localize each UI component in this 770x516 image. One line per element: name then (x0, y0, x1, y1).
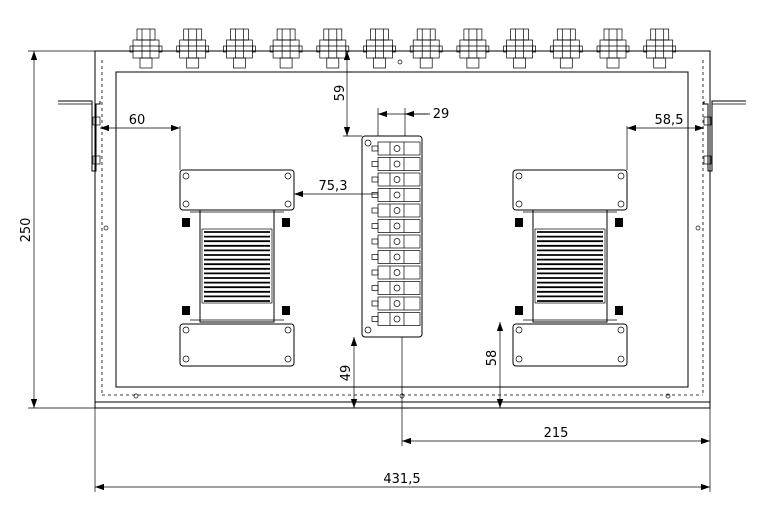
connector (409, 28, 443, 69)
connector (176, 28, 210, 69)
terminal (371, 203, 421, 218)
connector (129, 28, 163, 69)
coil-windings (201, 228, 273, 304)
dim-top-offset: 59 (333, 85, 348, 102)
right-bracket (703, 100, 746, 172)
terminal (371, 312, 421, 326)
top-clamp (512, 169, 628, 211)
dim-height: 250 (19, 218, 34, 243)
terminal (371, 265, 421, 280)
mount-hole (695, 225, 701, 231)
terminal (371, 141, 421, 156)
terminal (371, 296, 421, 311)
top-clamp (179, 169, 295, 211)
left-bracket (58, 100, 101, 172)
bottom-clamp (512, 323, 628, 367)
terminal (371, 157, 421, 171)
core (199, 209, 275, 323)
terminal (371, 188, 421, 202)
terminal-block (361, 135, 423, 338)
outer-frame (94, 50, 711, 409)
connector (456, 28, 490, 69)
dim-total-width: 431,5 (383, 472, 420, 487)
terminal (371, 234, 421, 249)
terminal (371, 281, 421, 295)
dim-bottom-transformer: 58 (485, 350, 500, 367)
dim-left-margin: 60 (129, 113, 146, 128)
dim-transformer-offset: 75,3 (319, 179, 348, 194)
mount-hole (133, 393, 139, 399)
terminal (371, 250, 421, 264)
connector (223, 28, 256, 69)
enclosure (94, 50, 711, 409)
dimension-lines (28, 50, 711, 492)
mount-hole (103, 225, 109, 231)
terminal-rail (361, 135, 423, 338)
terminal-strips (371, 141, 421, 326)
connector (316, 28, 350, 69)
dim-bottom-terminal: 49 (339, 365, 354, 382)
connector (269, 28, 303, 69)
connector (596, 28, 630, 69)
terminal (371, 172, 421, 187)
bottom-clamp (179, 323, 295, 367)
connector (643, 28, 677, 69)
connector (363, 28, 396, 69)
connector (549, 28, 583, 69)
top-connectors (129, 28, 677, 69)
dimension-labels: 431,5 215 250 60 58,5 59 29 75,3 49 58 (19, 85, 683, 487)
dim-right-margin: 58,5 (655, 113, 684, 128)
left-transformer (179, 169, 295, 367)
coil-windings (534, 228, 606, 304)
mount-hole (665, 393, 671, 399)
right-transformer (512, 169, 628, 367)
dim-terminal-width: 29 (433, 107, 450, 122)
dim-right-to-terminal: 215 (544, 426, 569, 441)
mount-hole (397, 59, 403, 65)
core (532, 209, 608, 323)
connector (503, 28, 536, 69)
terminal (371, 219, 421, 233)
